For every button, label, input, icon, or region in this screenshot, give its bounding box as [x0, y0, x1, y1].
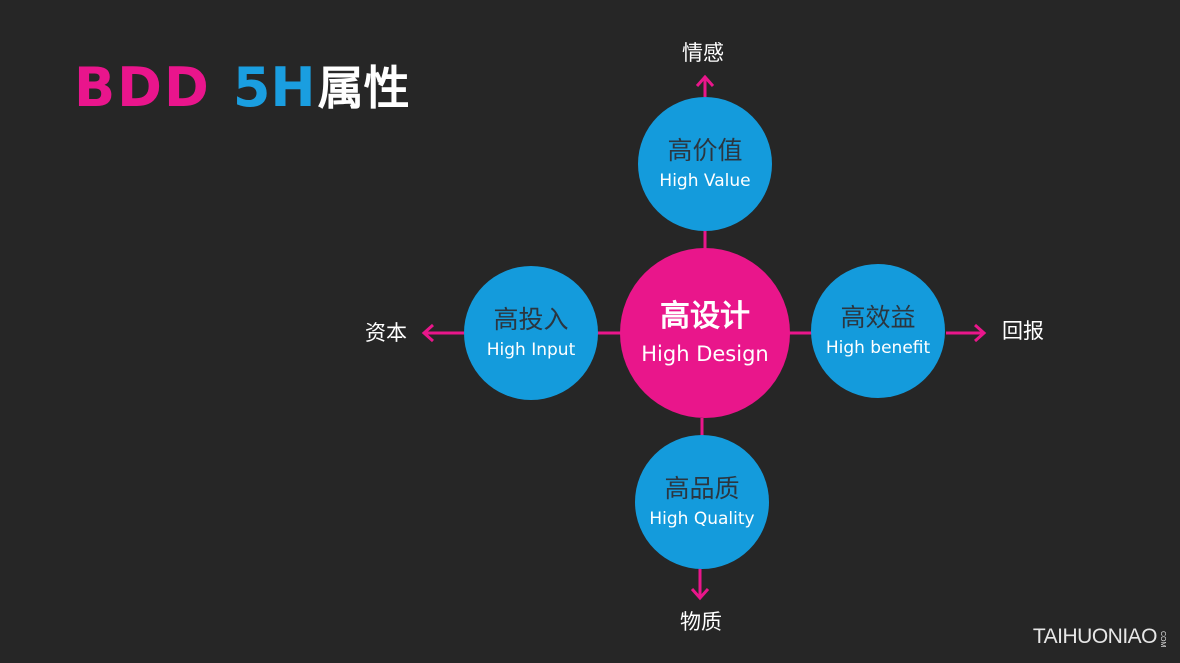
node-high-benefit: 高效益 High benefit [811, 264, 945, 398]
node-high-design-en: High Design [641, 342, 769, 366]
node-high-design: 高设计 High Design [620, 248, 790, 418]
node-high-quality-en: High Quality [649, 509, 755, 529]
arrow-top [695, 74, 715, 97]
label-emotion: 情感 [682, 41, 724, 65]
node-high-input: 高投入 High Input [464, 266, 598, 400]
title-5h: 5H [232, 56, 316, 119]
node-high-quality-zh: 高品质 [664, 474, 740, 503]
watermark-text: TAIHUONIAO [1032, 625, 1158, 648]
node-high-quality: 高品质 High Quality [635, 435, 769, 569]
title-bdd: BDD [74, 56, 211, 119]
slide-title: BDD 5H 属性 [74, 56, 410, 120]
node-high-input-zh: 高投入 [493, 305, 569, 334]
node-high-value: 高价值 High Value [638, 97, 772, 231]
node-high-benefit-zh: 高效益 [840, 303, 916, 332]
node-high-value-en: High Value [659, 171, 751, 191]
watermark-suffix: COM [1159, 630, 1166, 647]
arrow-right [946, 323, 987, 343]
node-high-input-en: High Input [486, 340, 576, 360]
title-attribute: 属性 [317, 61, 410, 115]
node-high-design-zh: 高设计 [660, 299, 750, 334]
watermark-logo: TAIHUONIAO COM [1033, 625, 1166, 649]
arrow-left [421, 323, 464, 343]
arrow-bottom [690, 568, 710, 601]
label-return: 回报 [1002, 319, 1044, 343]
node-high-benefit-en: High benefit [825, 338, 931, 358]
node-high-value-zh: 高价值 [667, 136, 743, 165]
label-material: 物质 [680, 610, 722, 634]
label-capital: 资本 [365, 321, 407, 345]
